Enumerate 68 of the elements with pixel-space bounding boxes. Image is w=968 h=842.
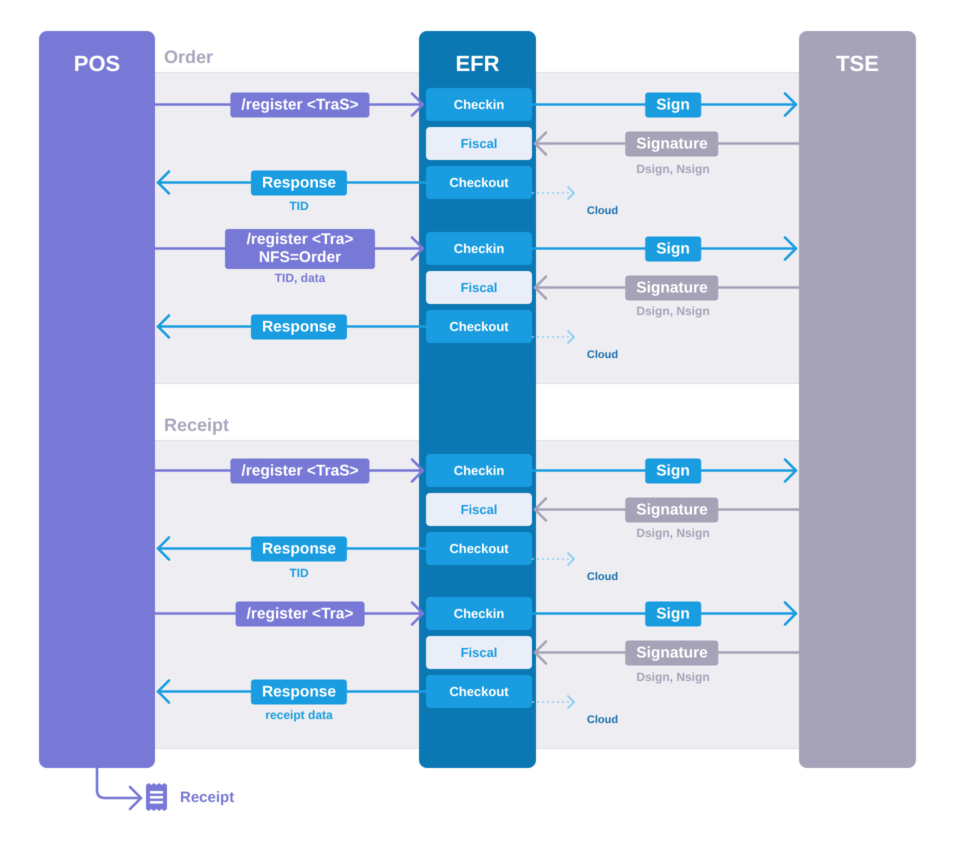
process-step: Fiscal	[426, 127, 532, 160]
cloud: Cloud	[576, 697, 629, 733]
edge-label: Signature	[625, 497, 719, 522]
arrow	[96, 766, 142, 810]
dotted-arrow	[532, 186, 575, 200]
arrow	[156, 170, 428, 195]
process-step: Checkin	[426, 232, 532, 265]
process-step: Checkin	[426, 454, 532, 487]
section-heading: Receipt	[164, 414, 230, 437]
output-label: Receipt	[180, 789, 234, 807]
section-heading: Order	[164, 46, 214, 69]
edge-label: Signature	[625, 640, 719, 665]
process-step: Checkout	[426, 532, 532, 565]
edge-label: Response	[250, 536, 348, 561]
process-step: Checkin	[426, 88, 532, 121]
swimlane	[799, 31, 916, 768]
edge-note: receipt data	[265, 708, 333, 722]
edge-label: Sign	[645, 458, 701, 483]
arrow	[154, 92, 424, 117]
edge-label: Signature	[625, 131, 719, 156]
process-step: Checkout	[426, 675, 532, 708]
edge-label: /register <Tra>	[236, 601, 364, 626]
edge-note: Dsign, Nsign	[636, 304, 710, 318]
lane-title: POS	[74, 50, 120, 78]
edge-note: TID	[289, 199, 309, 213]
process-step: Checkout	[426, 166, 532, 199]
process-step: Fiscal	[426, 271, 532, 304]
edge-note: TID, data	[274, 271, 326, 285]
process-step: Checkin	[426, 597, 532, 630]
dotted-arrow	[532, 552, 575, 566]
edge-label: Sign	[645, 92, 701, 117]
dotted-arrow	[532, 695, 575, 709]
cloud: Cloud	[576, 554, 629, 590]
edge-note: TID	[289, 566, 309, 580]
lane-title: TSE	[836, 50, 879, 78]
arrow	[154, 601, 424, 626]
edge-note: Dsign, Nsign	[636, 526, 710, 540]
edge-label: /register <TraS>	[230, 458, 370, 483]
edge-label: Response	[250, 314, 348, 339]
cloud: Cloud	[576, 188, 629, 224]
edge-label: /register <Tra> NFS=Order	[225, 228, 375, 268]
arrow	[530, 601, 798, 626]
arrow	[530, 236, 798, 261]
dotted-arrow	[532, 330, 575, 344]
arrow	[156, 536, 428, 561]
process-step: Checkout	[426, 310, 532, 343]
arrow	[534, 640, 800, 665]
arrow	[530, 92, 798, 117]
edge-label: Signature	[625, 275, 719, 300]
edge-label: Response	[250, 170, 348, 195]
arrow	[156, 679, 428, 704]
cloud: Cloud	[576, 332, 629, 368]
edge-note: Dsign, Nsign	[636, 162, 710, 176]
edge-note: Dsign, Nsign	[636, 670, 710, 684]
process-step: Fiscal	[426, 493, 532, 526]
swimlane	[39, 31, 155, 768]
edge-label: /register <TraS>	[230, 92, 370, 117]
arrow	[154, 458, 424, 483]
arrow	[534, 275, 800, 300]
arrow	[534, 131, 800, 156]
edge-label: Sign	[645, 601, 701, 626]
process-step: Fiscal	[426, 636, 532, 669]
lane-title: EFR	[456, 50, 500, 78]
edge-label: Response	[250, 679, 348, 704]
arrow	[156, 314, 428, 339]
arrow	[530, 458, 798, 483]
edge-label: Sign	[645, 236, 701, 261]
arrow	[534, 497, 800, 522]
